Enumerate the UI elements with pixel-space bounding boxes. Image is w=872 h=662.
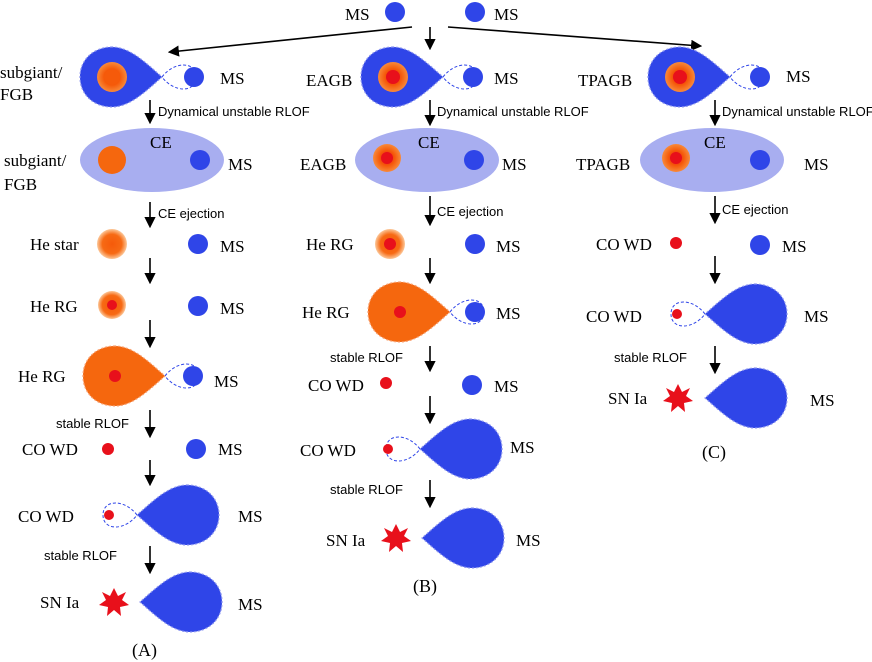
A-ce-label: CE [150,133,172,152]
B-co-wd-ms-label: MS [494,377,519,396]
A-he-rg-ms-label: MS [220,299,245,318]
top-ms-left-star [385,2,405,22]
A-ce-core [98,146,126,174]
C-sn-label: SN Ia [608,389,648,408]
top-ms-right-label: MS [494,5,519,24]
A-ce-ms-label: MS [228,155,253,174]
B-he-rg-rlof [367,281,485,343]
arrow-to-A [167,26,413,57]
B-sn-icon [381,524,411,552]
A-he-rg2-label: He RG [18,367,66,386]
B-he-rg-ms-label: MS [496,237,521,256]
A-co-wd-ms [186,439,206,459]
arrow-to-C [447,26,703,51]
A-ce-envelope [80,128,224,192]
C-panel-label: (C) [702,442,726,463]
A-giant-label-2: FGB [0,85,33,104]
A-co-wd-rlof [102,484,220,546]
C-co-wd2-ms-label: MS [804,307,829,326]
A-sn-icon [99,588,129,616]
C-co-wd2-label: CO WD [586,307,642,326]
top-ms-right-star [465,2,485,22]
A-co-wd2-ms-label: MS [238,507,263,526]
C-ce-label: CE [704,133,726,152]
A-sn-ms-star [139,571,223,633]
C-co-wd-ms [750,235,770,255]
B-rlof-binary [360,46,483,108]
C-rlof-binary [647,46,770,108]
B-he-rg2-label: He RG [302,303,350,322]
column-C: TPAGB MS Dynamical unstable RLOF TPAGB C… [576,46,872,463]
A-he-star-ms [188,234,208,254]
B-co-wd-rlof [383,418,503,480]
column-A: subgiant/ FGB MS Dynamical unstable RLOF… [0,46,310,661]
B-ce-ms [464,150,484,170]
A-stable2-label: stable RLOF [44,548,117,563]
A-sn-ms-label: MS [238,595,263,614]
C-sn-ms-label: MS [810,391,835,410]
B-he-rg-ms [465,234,485,254]
B-giant-label: EAGB [306,71,352,90]
B-he-rg2-ms-label: MS [496,304,521,323]
A-panel-label: (A) [132,640,157,661]
A-co-wd [102,443,114,455]
C-co-wd-ms-label: MS [782,237,807,256]
C-sn-icon [663,384,693,412]
B-sn-ms-star [421,507,505,569]
B-ce-giant-label: EAGB [300,155,346,174]
B-panel-label: (B) [413,576,437,597]
B-co-wd [380,377,392,389]
C-sn-ms-star [704,367,788,429]
A-comp-label: MS [220,69,245,88]
A-rlof1-label: Dynamical unstable RLOF [158,104,310,119]
A-co-wd2-label: CO WD [18,507,74,526]
A-ce-giant-label-2: FGB [4,175,37,194]
B-co-wd2-label: CO WD [300,441,356,460]
A-co-wd-label: CO WD [22,440,78,459]
C-ce-ms-label: MS [804,155,829,174]
C-ce-ejection-label: CE ejection [722,202,788,217]
B-ce-ms-label: MS [502,155,527,174]
A-ce-giant-label-1: subgiant/ [4,151,67,170]
A-he-rg-ms [188,296,208,316]
A-stable1-label: stable RLOF [56,416,129,431]
A-he-rg-rlof [82,345,203,407]
B-co-wd-ms [462,375,482,395]
C-rlof1-label: Dynamical unstable RLOF [722,104,872,119]
B-co-wd2-ms-label: MS [510,438,535,457]
B-ce-envelope [355,128,499,192]
C-giant-label: TPAGB [578,71,632,90]
column-B: EAGB MS Dynamical unstable RLOF EAGB CE … [300,46,589,597]
B-comp-label: MS [494,69,519,88]
top-ms-left-label: MS [345,5,370,24]
C-co-wd-rlof [670,283,788,345]
C-stable-label: stable RLOF [614,350,687,365]
B-stable2-label: stable RLOF [330,482,403,497]
B-he-rg-label: He RG [306,235,354,254]
A-ce-ejection-label: CE ejection [158,206,224,221]
A-sn-label: SN Ia [40,593,80,612]
A-he-star [97,229,127,259]
B-ce-ejection-label: CE ejection [437,204,503,219]
C-ce-ms [750,150,770,170]
A-giant-label-1: subgiant/ [0,63,63,82]
C-comp-label: MS [786,67,811,86]
A-he-star-label: He star [30,235,79,254]
A-co-wd-ms-label: MS [218,440,243,459]
B-sn-ms-label: MS [516,531,541,550]
C-co-wd [670,237,682,249]
B-stable1-label: stable RLOF [330,350,403,365]
C-co-wd-label: CO WD [596,235,652,254]
B-sn-label: SN Ia [326,531,366,550]
B-rlof1-label: Dynamical unstable RLOF [437,104,589,119]
A-he-rg-label: He RG [30,297,78,316]
A-ce-ms [190,150,210,170]
B-ce-label: CE [418,133,440,152]
A-rlof-binary [79,46,204,108]
A-he-rg2-ms-label: MS [214,372,239,391]
A-he-star-ms-label: MS [220,237,245,256]
B-co-wd-label: CO WD [308,376,364,395]
C-ce-giant-label: TPAGB [576,155,630,174]
